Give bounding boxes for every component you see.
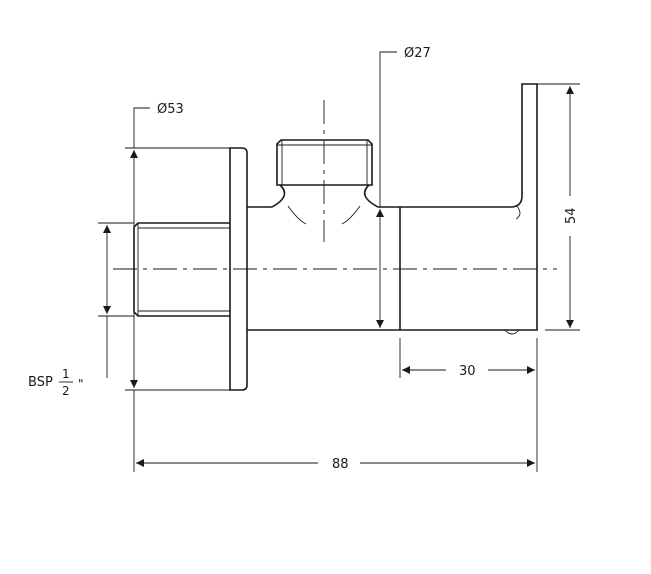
thread-denominator: 2 [62,384,70,398]
dimension-outlet-diameter: Ø27 [376,46,431,328]
valve-body [247,83,538,335]
thread-numerator: 1 [62,367,70,381]
threaded-inlet [133,222,230,317]
flange-diameter-label: Ø53 [157,102,184,117]
dimension-overall-length: 88 [133,390,535,472]
dimension-flange-diameter: Ø53 [125,102,230,391]
handle-height-label: 54 [564,207,579,224]
dimension-handle-height: 54 [537,83,580,331]
dimension-thread: BSP 1 2 " [28,222,134,398]
handle-depth-label: 30 [459,364,476,379]
outlet-diameter-label: Ø27 [404,46,431,61]
thread-label: BSP [28,375,53,390]
outlet-fitting [271,139,379,225]
thread-unit: " [78,377,84,391]
dimension-handle-depth: 30 [399,338,538,472]
wall-flange [229,147,248,391]
overall-length-label: 88 [332,457,349,472]
